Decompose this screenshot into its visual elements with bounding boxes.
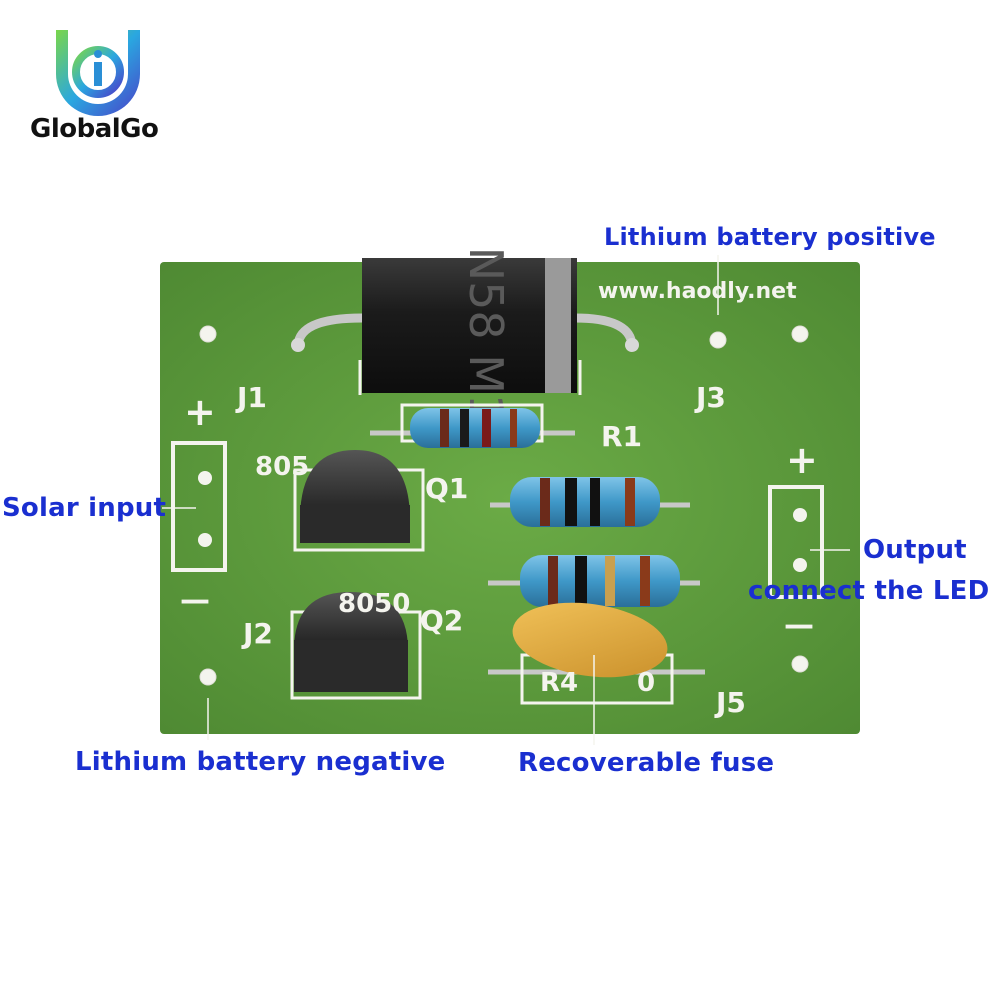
minus-right-label: — — [784, 608, 814, 643]
globalgo-logo-icon — [56, 30, 140, 116]
callout-lithium-positive: Lithium battery positive — [604, 223, 936, 251]
q2-part-label: 8050 — [338, 589, 410, 619]
q1-part-label: 805 — [255, 452, 309, 482]
r1-label: R1 — [601, 420, 642, 453]
callout-output-led: connect the LED — [748, 576, 990, 606]
plus-left-label: + — [184, 390, 216, 434]
callout-output: Output — [863, 535, 967, 565]
minus-left-label: — — [180, 583, 210, 618]
callout-lithium-negative: Lithium battery negative — [75, 747, 446, 777]
r4-mark: 0 — [637, 668, 655, 698]
q1-label: Q1 — [425, 472, 468, 505]
j1-label: J1 — [235, 381, 267, 414]
j2-label: J2 — [241, 617, 273, 650]
callout-solar-input: Solar input — [2, 493, 167, 523]
j3-label: J3 — [694, 381, 726, 414]
brand-name: GlobalGo — [30, 114, 159, 144]
j5-label: J5 — [714, 686, 746, 719]
website-silkscreen: www.haodly.net — [598, 279, 797, 304]
callout-recoverable-fuse: Recoverable fuse — [518, 748, 775, 778]
diode-marking: N58 M1 — [459, 247, 513, 424]
plus-right-label: + — [786, 438, 818, 482]
r4-label: R4 — [540, 668, 578, 698]
q2-label: Q2 — [420, 604, 463, 637]
